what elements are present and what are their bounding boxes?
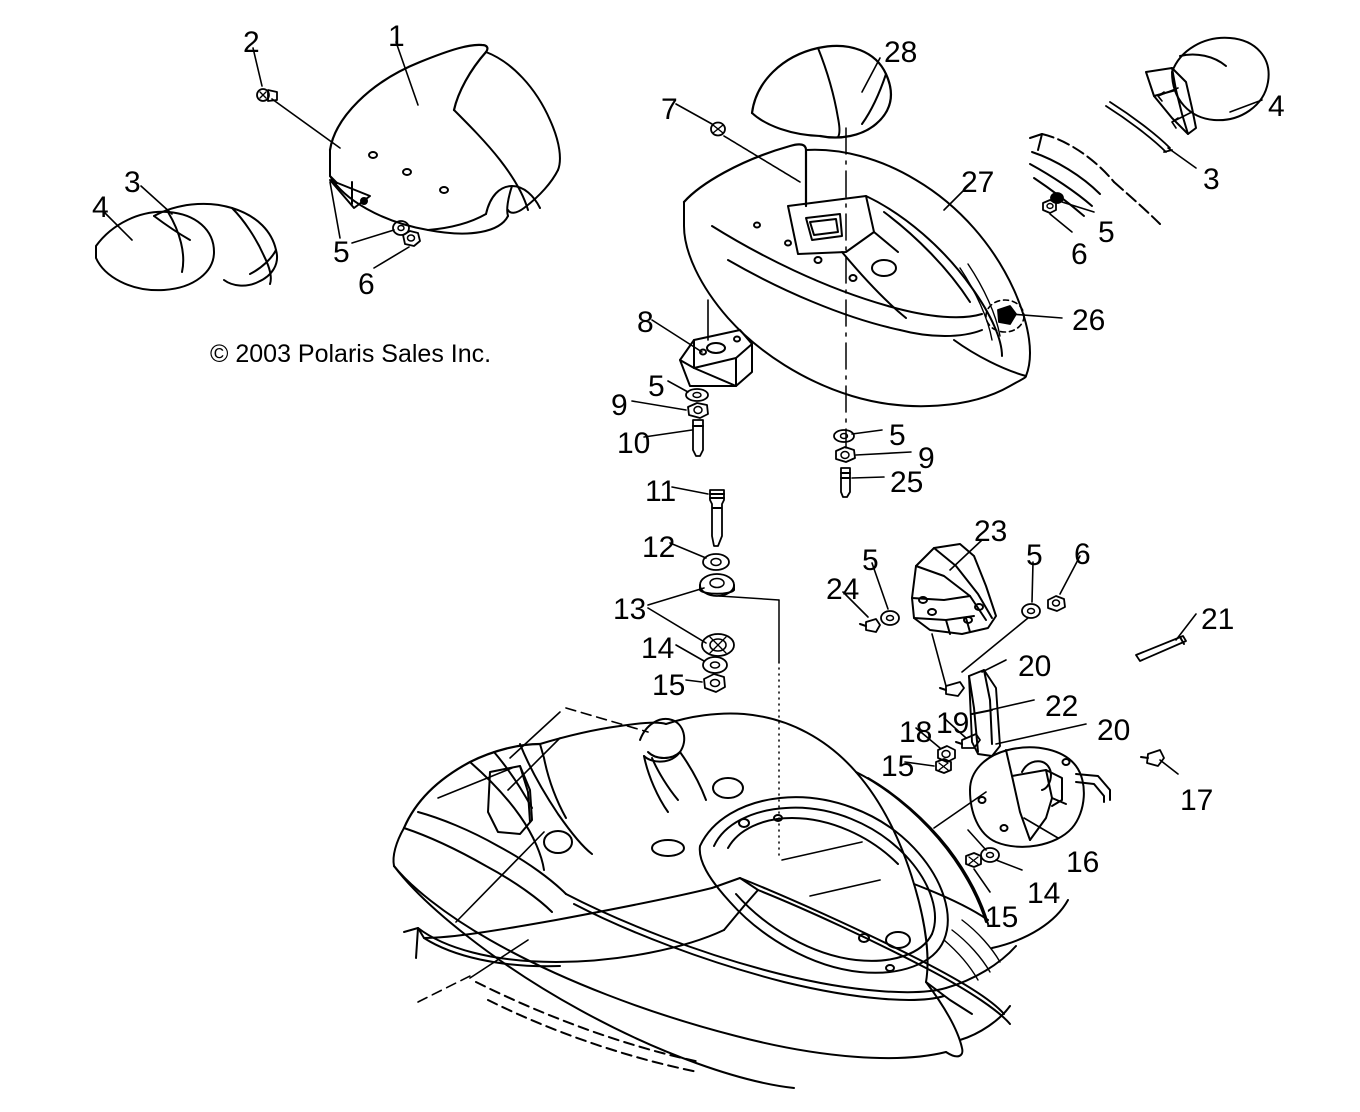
callout-number-12: 12 bbox=[642, 531, 676, 564]
callout-number-24: 24 bbox=[826, 573, 860, 606]
part-10-bolt bbox=[692, 419, 704, 457]
part-15-nut-b bbox=[935, 758, 952, 774]
part-1-hood-panel bbox=[328, 43, 561, 235]
part-3-mirror-right bbox=[1145, 67, 1197, 135]
callout-number-2: 2 bbox=[243, 26, 260, 59]
callout-number-10: 10 bbox=[617, 427, 651, 460]
part-4-mirror-glass-left bbox=[95, 210, 215, 292]
part-19-stud bbox=[955, 733, 981, 749]
hardware-5-washer-c bbox=[833, 429, 855, 443]
callout-number-8: 8 bbox=[637, 306, 654, 339]
callout-number-3: 3 bbox=[1203, 163, 1220, 196]
part-13-bushing-lower bbox=[701, 633, 735, 657]
callout-number-5: 5 bbox=[1026, 539, 1043, 572]
hardware-9-locknut-c bbox=[835, 446, 856, 463]
callout-number-23: 23 bbox=[974, 515, 1008, 548]
main-hull-deck bbox=[392, 712, 1069, 1089]
callout-number-6: 6 bbox=[1071, 238, 1088, 271]
hardware-5-washer-left bbox=[392, 220, 410, 236]
hardware-9-locknut-b8 bbox=[687, 402, 709, 419]
part-27-hood bbox=[682, 143, 1031, 408]
callout-number-7: 7 bbox=[661, 93, 678, 126]
callout-number-20: 20 bbox=[1097, 714, 1131, 747]
callout-number-11: 11 bbox=[645, 475, 677, 508]
hardware-5-washer-e bbox=[1021, 603, 1041, 619]
callout-number-5: 5 bbox=[889, 419, 906, 452]
part-14-washer bbox=[702, 656, 728, 674]
part-2-bolt bbox=[256, 88, 278, 102]
callout-number-14: 14 bbox=[641, 632, 675, 665]
part-17-bolt bbox=[1140, 749, 1165, 767]
part-7-bolt bbox=[710, 121, 726, 137]
callout-number-4: 4 bbox=[1268, 90, 1285, 123]
part-14-washer-b bbox=[980, 847, 1000, 863]
part-4-mirror-glass-right bbox=[1171, 36, 1270, 122]
callout-number-18: 18 bbox=[899, 716, 933, 749]
hardware-5-washer-right2 bbox=[1050, 192, 1064, 204]
callout-number-9: 9 bbox=[611, 389, 628, 422]
part-8-latch-bracket bbox=[679, 329, 753, 387]
callout-number-14: 14 bbox=[1027, 877, 1061, 910]
part-15-nut-c bbox=[965, 852, 982, 868]
hardware-6-nut-left bbox=[402, 230, 421, 247]
callout-number-13: 13 bbox=[613, 593, 647, 626]
hardware-5-washer-b8 bbox=[685, 388, 709, 402]
part-11-pivot-stud bbox=[709, 489, 725, 547]
hardware-6-nut-right2 bbox=[1042, 199, 1057, 214]
part-21-rod bbox=[1135, 635, 1187, 662]
hardware-6-nut-right bbox=[1047, 595, 1066, 612]
callout-number-16: 16 bbox=[1066, 846, 1100, 879]
callout-number-28: 28 bbox=[884, 36, 918, 69]
callout-number-15: 15 bbox=[985, 901, 1019, 934]
part-26-grommet bbox=[985, 299, 1025, 333]
callout-number-4: 4 bbox=[92, 191, 109, 224]
part-3-mirror-left bbox=[153, 202, 278, 287]
right-windshield-edge bbox=[1029, 133, 1161, 225]
callout-number-26: 26 bbox=[1072, 304, 1106, 337]
callout-number-5: 5 bbox=[862, 544, 879, 577]
callout-number-20: 20 bbox=[1018, 650, 1052, 683]
callout-number-9: 9 bbox=[918, 442, 935, 475]
part-16-mirror-base bbox=[969, 746, 1111, 848]
part-1-bracket-tab bbox=[329, 179, 371, 209]
callout-number-19: 19 bbox=[936, 707, 970, 740]
callout-number-5: 5 bbox=[333, 236, 350, 269]
callout-number-27: 27 bbox=[961, 166, 995, 199]
callout-number-22: 22 bbox=[1045, 690, 1079, 723]
part-28-nose-cap bbox=[750, 44, 893, 139]
callout-number-1: 1 bbox=[388, 20, 405, 53]
hardware-5-washer-d bbox=[880, 610, 900, 626]
part-15-nut bbox=[703, 673, 726, 693]
callout-number-25: 25 bbox=[890, 466, 924, 499]
copyright-notice: © 2003 Polaris Sales Inc. bbox=[210, 340, 492, 368]
callout-number-21: 21 bbox=[1201, 603, 1235, 636]
part-23-mount-bracket bbox=[911, 543, 997, 635]
callout-number-5: 5 bbox=[648, 370, 665, 403]
part-25-bolt bbox=[840, 467, 851, 498]
part-12-washer bbox=[702, 553, 730, 571]
part-22-arm bbox=[968, 669, 1001, 757]
callout-number-15: 15 bbox=[652, 669, 686, 702]
part-18-nut bbox=[937, 745, 956, 763]
callout-number-6: 6 bbox=[1074, 538, 1091, 571]
callout-number-6: 6 bbox=[358, 268, 375, 301]
callout-number-5: 5 bbox=[1098, 216, 1115, 249]
part-24-bolt bbox=[859, 618, 881, 633]
callout-number-15: 15 bbox=[881, 750, 915, 783]
callout-number-3: 3 bbox=[124, 166, 141, 199]
callout-number-17: 17 bbox=[1180, 784, 1214, 817]
part-20-stud-upper bbox=[939, 681, 965, 697]
